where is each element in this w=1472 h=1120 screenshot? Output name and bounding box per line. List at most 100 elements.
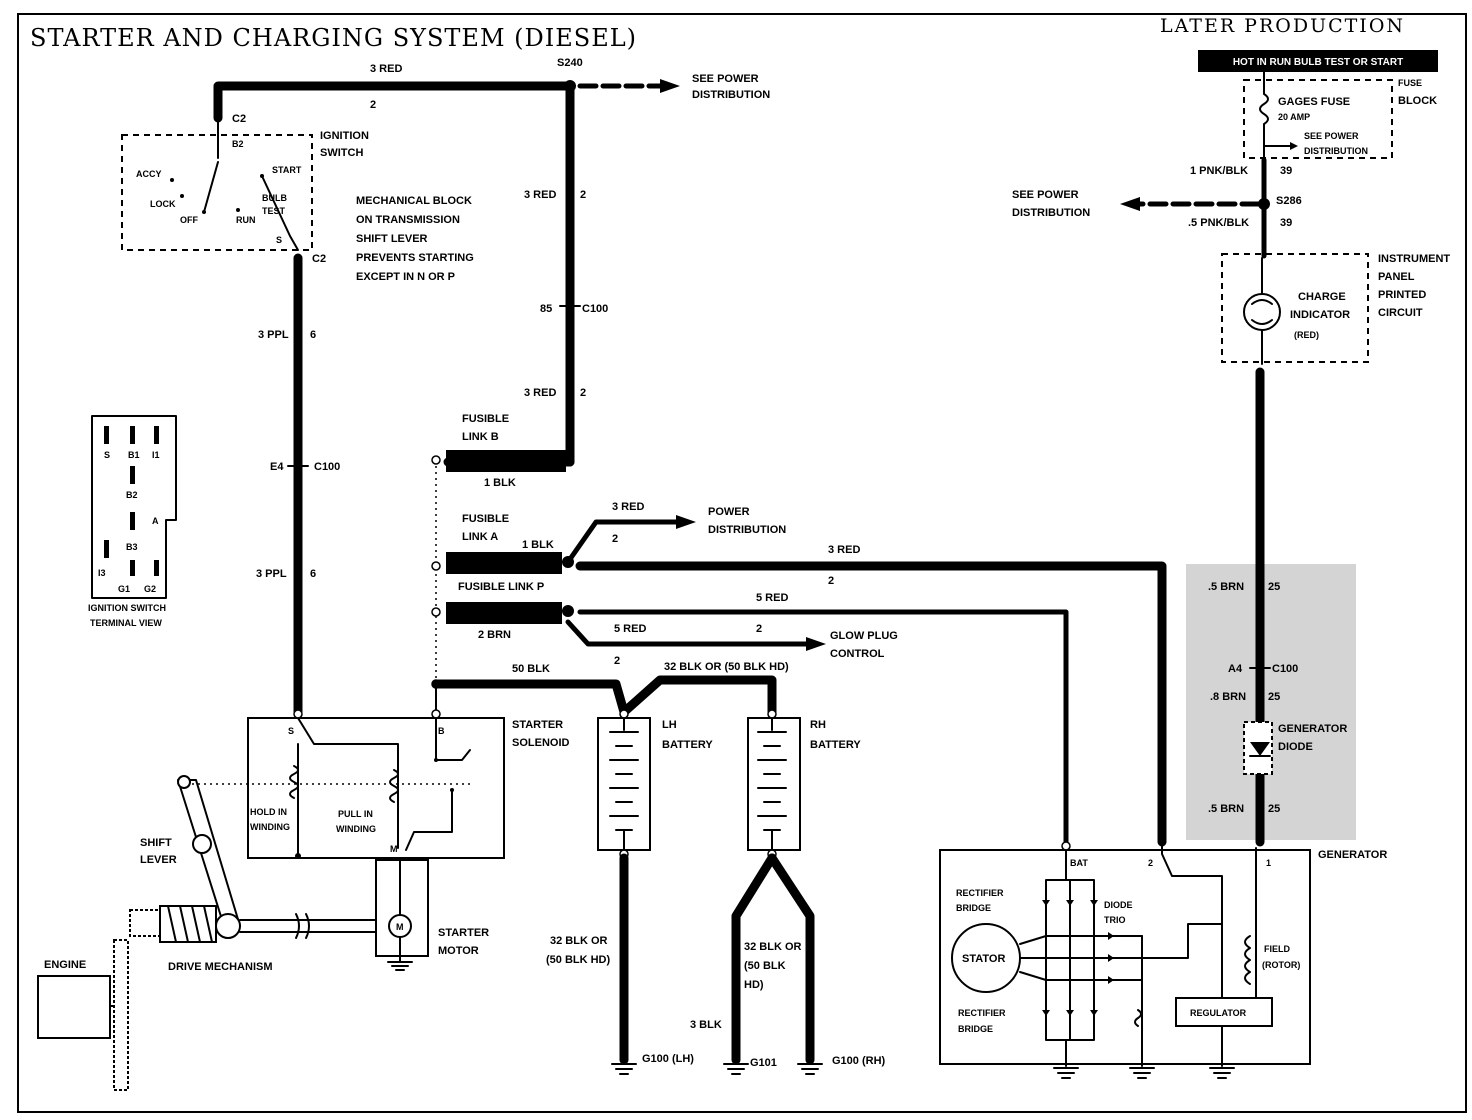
- terminal-pin-b1: [130, 426, 135, 444]
- label-c2-bottom: C2: [312, 253, 326, 265]
- label-a4: A4: [1228, 663, 1243, 675]
- label-hold-1: HOLD IN: [250, 807, 287, 817]
- trio-diode-3: [1108, 976, 1114, 984]
- label-2-top: 2: [370, 99, 376, 111]
- wire-50blk: [431, 679, 629, 717]
- label-3red-top: 3 RED: [370, 63, 402, 75]
- splice-s240: [564, 80, 576, 92]
- mech-note-1: MECHANICAL BLOCK: [356, 195, 472, 207]
- label-bat: BAT: [1070, 858, 1088, 868]
- gages-fuse-symbol: [1259, 71, 1269, 161]
- label-field-1: FIELD: [1264, 944, 1290, 954]
- label-39-a: 39: [1280, 165, 1292, 177]
- label-power-2: DISTRIBUTION: [708, 524, 786, 536]
- label-g100-rh: G100 (RH): [832, 1055, 886, 1067]
- hold-in-coil: [289, 765, 299, 799]
- label-rect-1b: BRIDGE: [956, 903, 991, 913]
- label-25-b: 25: [1268, 691, 1280, 703]
- label-rh-gnd-3: HD): [744, 979, 764, 991]
- label-lh-batt-2: BATTERY: [662, 739, 713, 751]
- ignition-switch-arm: [203, 117, 219, 213]
- label-c2-top: C2: [232, 113, 246, 125]
- lh-battery-pos: [619, 709, 629, 719]
- label-3red-mid: 3 RED: [524, 189, 556, 201]
- label-see-power-top-2: DISTRIBUTION: [692, 89, 770, 101]
- shaded-region: [1186, 564, 1356, 840]
- ign-contact-off: [202, 210, 206, 214]
- fusible-link-a: [446, 552, 562, 574]
- gen-ground-2: [1129, 1067, 1155, 1079]
- ground-g100-lh: [611, 1063, 637, 1075]
- label-sol-s: S: [288, 726, 294, 736]
- diagram-title: STARTER AND CHARGING SYSTEM (DIESEL): [30, 24, 637, 52]
- fusible-b-end: [431, 455, 441, 465]
- label-charge-3: (RED): [1294, 330, 1319, 340]
- arrow-power-top: [660, 79, 680, 93]
- label-rh-gnd-1: 32 BLK OR: [744, 941, 802, 953]
- label-fusible-b-2: LINK B: [462, 431, 499, 443]
- label-starter-motor-1: STARTER: [438, 927, 489, 939]
- label-rh-batt-1: RH: [810, 719, 826, 731]
- term-label-b1: B1: [128, 450, 140, 460]
- label-fusible-a-2: LINK A: [462, 531, 498, 543]
- term-label-g2: G2: [144, 584, 156, 594]
- label-lh-gnd-1: 32 BLK OR: [550, 935, 608, 947]
- term-label-a: A: [152, 516, 159, 526]
- label-glow-1: GLOW PLUG: [830, 630, 898, 642]
- gen-terminal-bat: [1061, 841, 1071, 851]
- label-glow-2: CONTROL: [830, 648, 885, 660]
- fusible-p-end: [431, 607, 441, 617]
- label-6-b: 6: [310, 568, 316, 580]
- arrow-see-pd-left: [1120, 197, 1140, 211]
- diode-5: [1066, 1010, 1074, 1016]
- term-label-b3: B3: [126, 542, 138, 552]
- label-pull-2: WINDING: [336, 824, 376, 834]
- label-e4: E4: [270, 461, 284, 473]
- generator-box: [939, 849, 1311, 1065]
- label-3red-low: 3 RED: [524, 387, 556, 399]
- wire-3red-power: [565, 519, 679, 565]
- mech-note-4: PREVENTS STARTING: [356, 252, 474, 264]
- label-s-ign: S: [276, 235, 282, 245]
- label-5brn-a: .5 BRN: [1208, 581, 1244, 593]
- label-32blk-hd: 32 BLK OR (50 BLK HD): [664, 661, 789, 673]
- starter-motor-box: [375, 859, 429, 957]
- label-engine: ENGINE: [44, 959, 86, 971]
- label-5red-gen: 5 RED: [756, 592, 788, 604]
- trio-output: [1141, 923, 1223, 1041]
- trio-diode-1: [1108, 932, 1114, 940]
- label-g101: G101: [750, 1057, 777, 1069]
- label-b2: B2: [232, 139, 244, 149]
- label-ign-view-1: IGNITION SWITCH: [88, 603, 166, 613]
- label-1blk: 1 BLK: [484, 477, 516, 489]
- lh-battery-cells: [609, 717, 639, 851]
- label-ign-view-2: TERMINAL VIEW: [90, 618, 162, 628]
- label-8brn: .8 BRN: [1210, 691, 1246, 703]
- label-3ppl-a: 3 PPL: [258, 329, 289, 341]
- label-starter-motor-2: MOTOR: [438, 945, 479, 957]
- label-ip-3: PRINTED: [1378, 289, 1426, 301]
- label-sol-b: B: [438, 726, 445, 736]
- label-starter-sol-2: SOLENOID: [512, 737, 570, 749]
- gen-internal-2: [1161, 841, 1223, 1001]
- label-1pnk-blk: 1 PNK/BLK: [1190, 165, 1248, 177]
- engine-box: [37, 975, 111, 1039]
- wire-32blk-rh: [619, 675, 777, 719]
- label-c100-a: C100: [582, 303, 608, 315]
- sol-ground-dot: [295, 853, 301, 859]
- label-diode-trio-1: DIODE: [1104, 900, 1133, 910]
- label-5brn-b: .5 BRN: [1208, 803, 1244, 815]
- term-label-g1: G1: [118, 584, 130, 594]
- ignition-switch-box: [121, 134, 313, 251]
- splice-s286: [1258, 198, 1270, 210]
- label-6-a: 6: [310, 329, 316, 341]
- wire-rh-ground-g100: [767, 853, 815, 1065]
- label-motor-m: M: [396, 922, 404, 932]
- label-shift-1: SHIFT: [140, 837, 172, 849]
- arrow-fuse-tap: [1290, 142, 1298, 150]
- label-drive: DRIVE MECHANISM: [168, 961, 273, 973]
- label-hold-2: WINDING: [250, 822, 290, 832]
- label-2-gen: 2: [828, 575, 834, 587]
- gen-ground-leads: [1065, 1025, 1223, 1067]
